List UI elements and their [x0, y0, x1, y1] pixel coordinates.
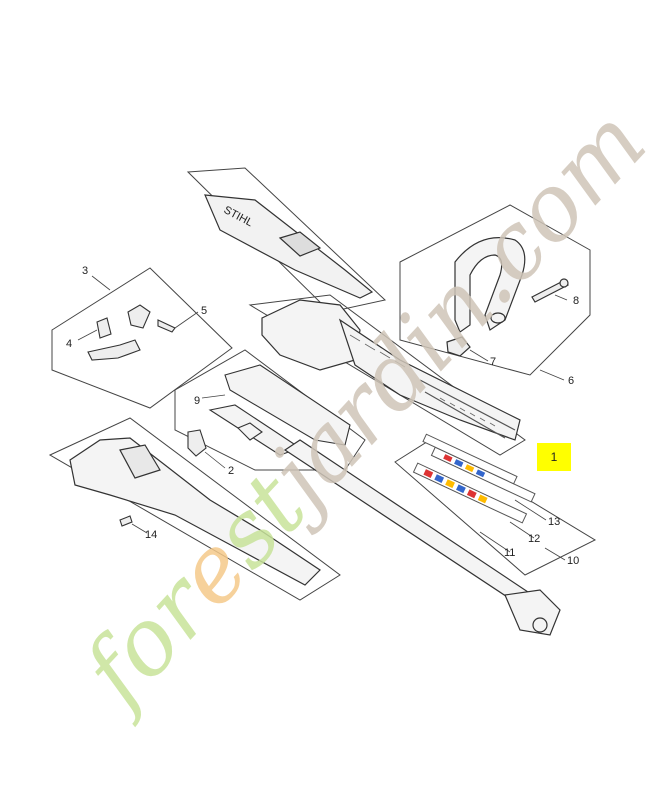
label-3: 3	[82, 265, 88, 277]
label-12: 12	[528, 533, 540, 545]
label-10: 10	[567, 555, 579, 567]
pin-8	[531, 278, 569, 303]
label-5: 5	[201, 305, 207, 317]
leader-lines	[77, 275, 568, 561]
label-2: 2	[228, 465, 234, 477]
panel-housing	[248, 294, 526, 456]
chassis-9	[208, 364, 351, 456]
housing-shell-14	[69, 437, 321, 586]
label-13: 13	[548, 516, 560, 528]
label-7: 7	[490, 356, 496, 368]
parts-group-3	[87, 304, 176, 361]
panel-10	[394, 439, 597, 576]
panel-3	[51, 267, 233, 409]
label-9: 9	[194, 395, 200, 407]
outline-panels	[48, 167, 597, 601]
label-stickers	[412, 433, 536, 524]
panel-6	[399, 204, 591, 376]
knob-7	[446, 336, 471, 357]
panel-bar-cover	[186, 167, 387, 313]
housing-ribs	[349, 334, 496, 427]
front-handle	[454, 237, 526, 333]
boom-shaft	[283, 439, 561, 636]
callout-numbers: 3 4 5 8 7 6 9 2 14 13 12 11 10	[66, 265, 579, 567]
switch-2	[187, 429, 207, 457]
label-11: 11	[504, 547, 515, 559]
label-8: 8	[573, 295, 579, 307]
screw-14	[119, 515, 133, 527]
label-1: 1	[550, 450, 558, 464]
panel-14	[48, 417, 341, 601]
highlight-label-1: 1	[537, 443, 571, 471]
label-6: 6	[568, 375, 574, 387]
guide-bar-cover	[204, 194, 374, 299]
label-14: 14	[145, 529, 157, 541]
label-4: 4	[66, 338, 72, 350]
motor-housing	[261, 299, 521, 441]
